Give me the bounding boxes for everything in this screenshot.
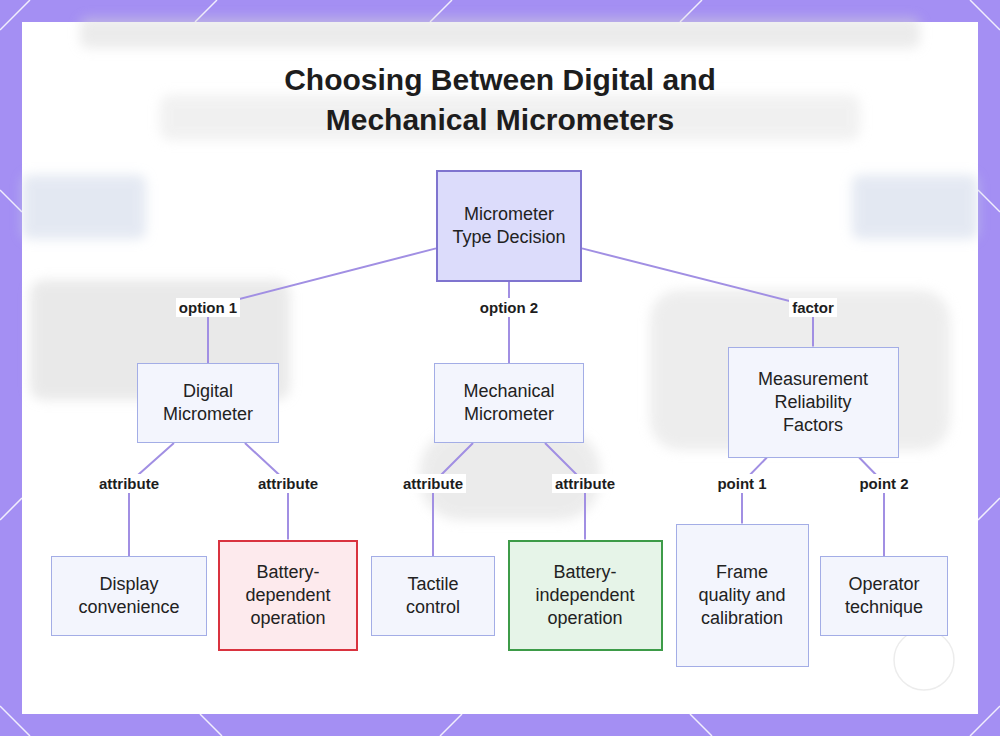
attribute-box: Display convenience (51, 556, 207, 636)
connector-line (129, 443, 174, 556)
edge-label: option 1 (176, 298, 240, 317)
drawback-box: Battery-dependent operation (218, 540, 358, 651)
edge-label: option 2 (477, 298, 541, 317)
diagram-title: Choosing Between Digital and Mechanical … (220, 60, 780, 140)
edge-label: factor (789, 298, 837, 317)
node-label: Tactile control (386, 573, 480, 619)
edge-label: attribute (96, 474, 162, 493)
node-label: Operator technique (835, 573, 933, 619)
option-box: Digital Micrometer (137, 363, 279, 443)
edge-label: attribute (400, 474, 466, 493)
edge-label: attribute (552, 474, 618, 493)
factor-point-box: Frame quality and calibration (676, 524, 809, 667)
panel (22, 22, 978, 714)
node-label: Battery-dependent operation (234, 561, 342, 630)
connector-line (582, 248, 813, 346)
node-label: Battery-independent operation (524, 561, 647, 630)
factor-point-box: Operator technique (820, 556, 948, 636)
benefit-box: Battery-independent operation (508, 540, 663, 651)
option-box: Mechanical Micrometer (434, 363, 584, 443)
node-label: Micrometer Type Decision (452, 203, 566, 249)
connector-line (433, 443, 473, 556)
node-label: Mechanical Micrometer (449, 380, 569, 426)
edge-label: point 1 (714, 474, 769, 493)
connector-line (859, 458, 884, 557)
connector-line (208, 248, 436, 363)
factor-box: Measurement Reliability Factors (728, 347, 899, 458)
connector-line (508, 282, 510, 363)
node-label: Measurement Reliability Factors (743, 368, 884, 437)
node-label: Digital Micrometer (152, 380, 264, 426)
edge-label: attribute (255, 474, 321, 493)
node-label: Display convenience (66, 573, 192, 619)
edge-label: point 2 (856, 474, 911, 493)
decision-box: Micrometer Type Decision (436, 170, 582, 282)
node-label: Frame quality and calibration (691, 561, 794, 630)
blurred-photo (22, 18, 978, 520)
attribute-box: Tactile control (371, 556, 495, 636)
